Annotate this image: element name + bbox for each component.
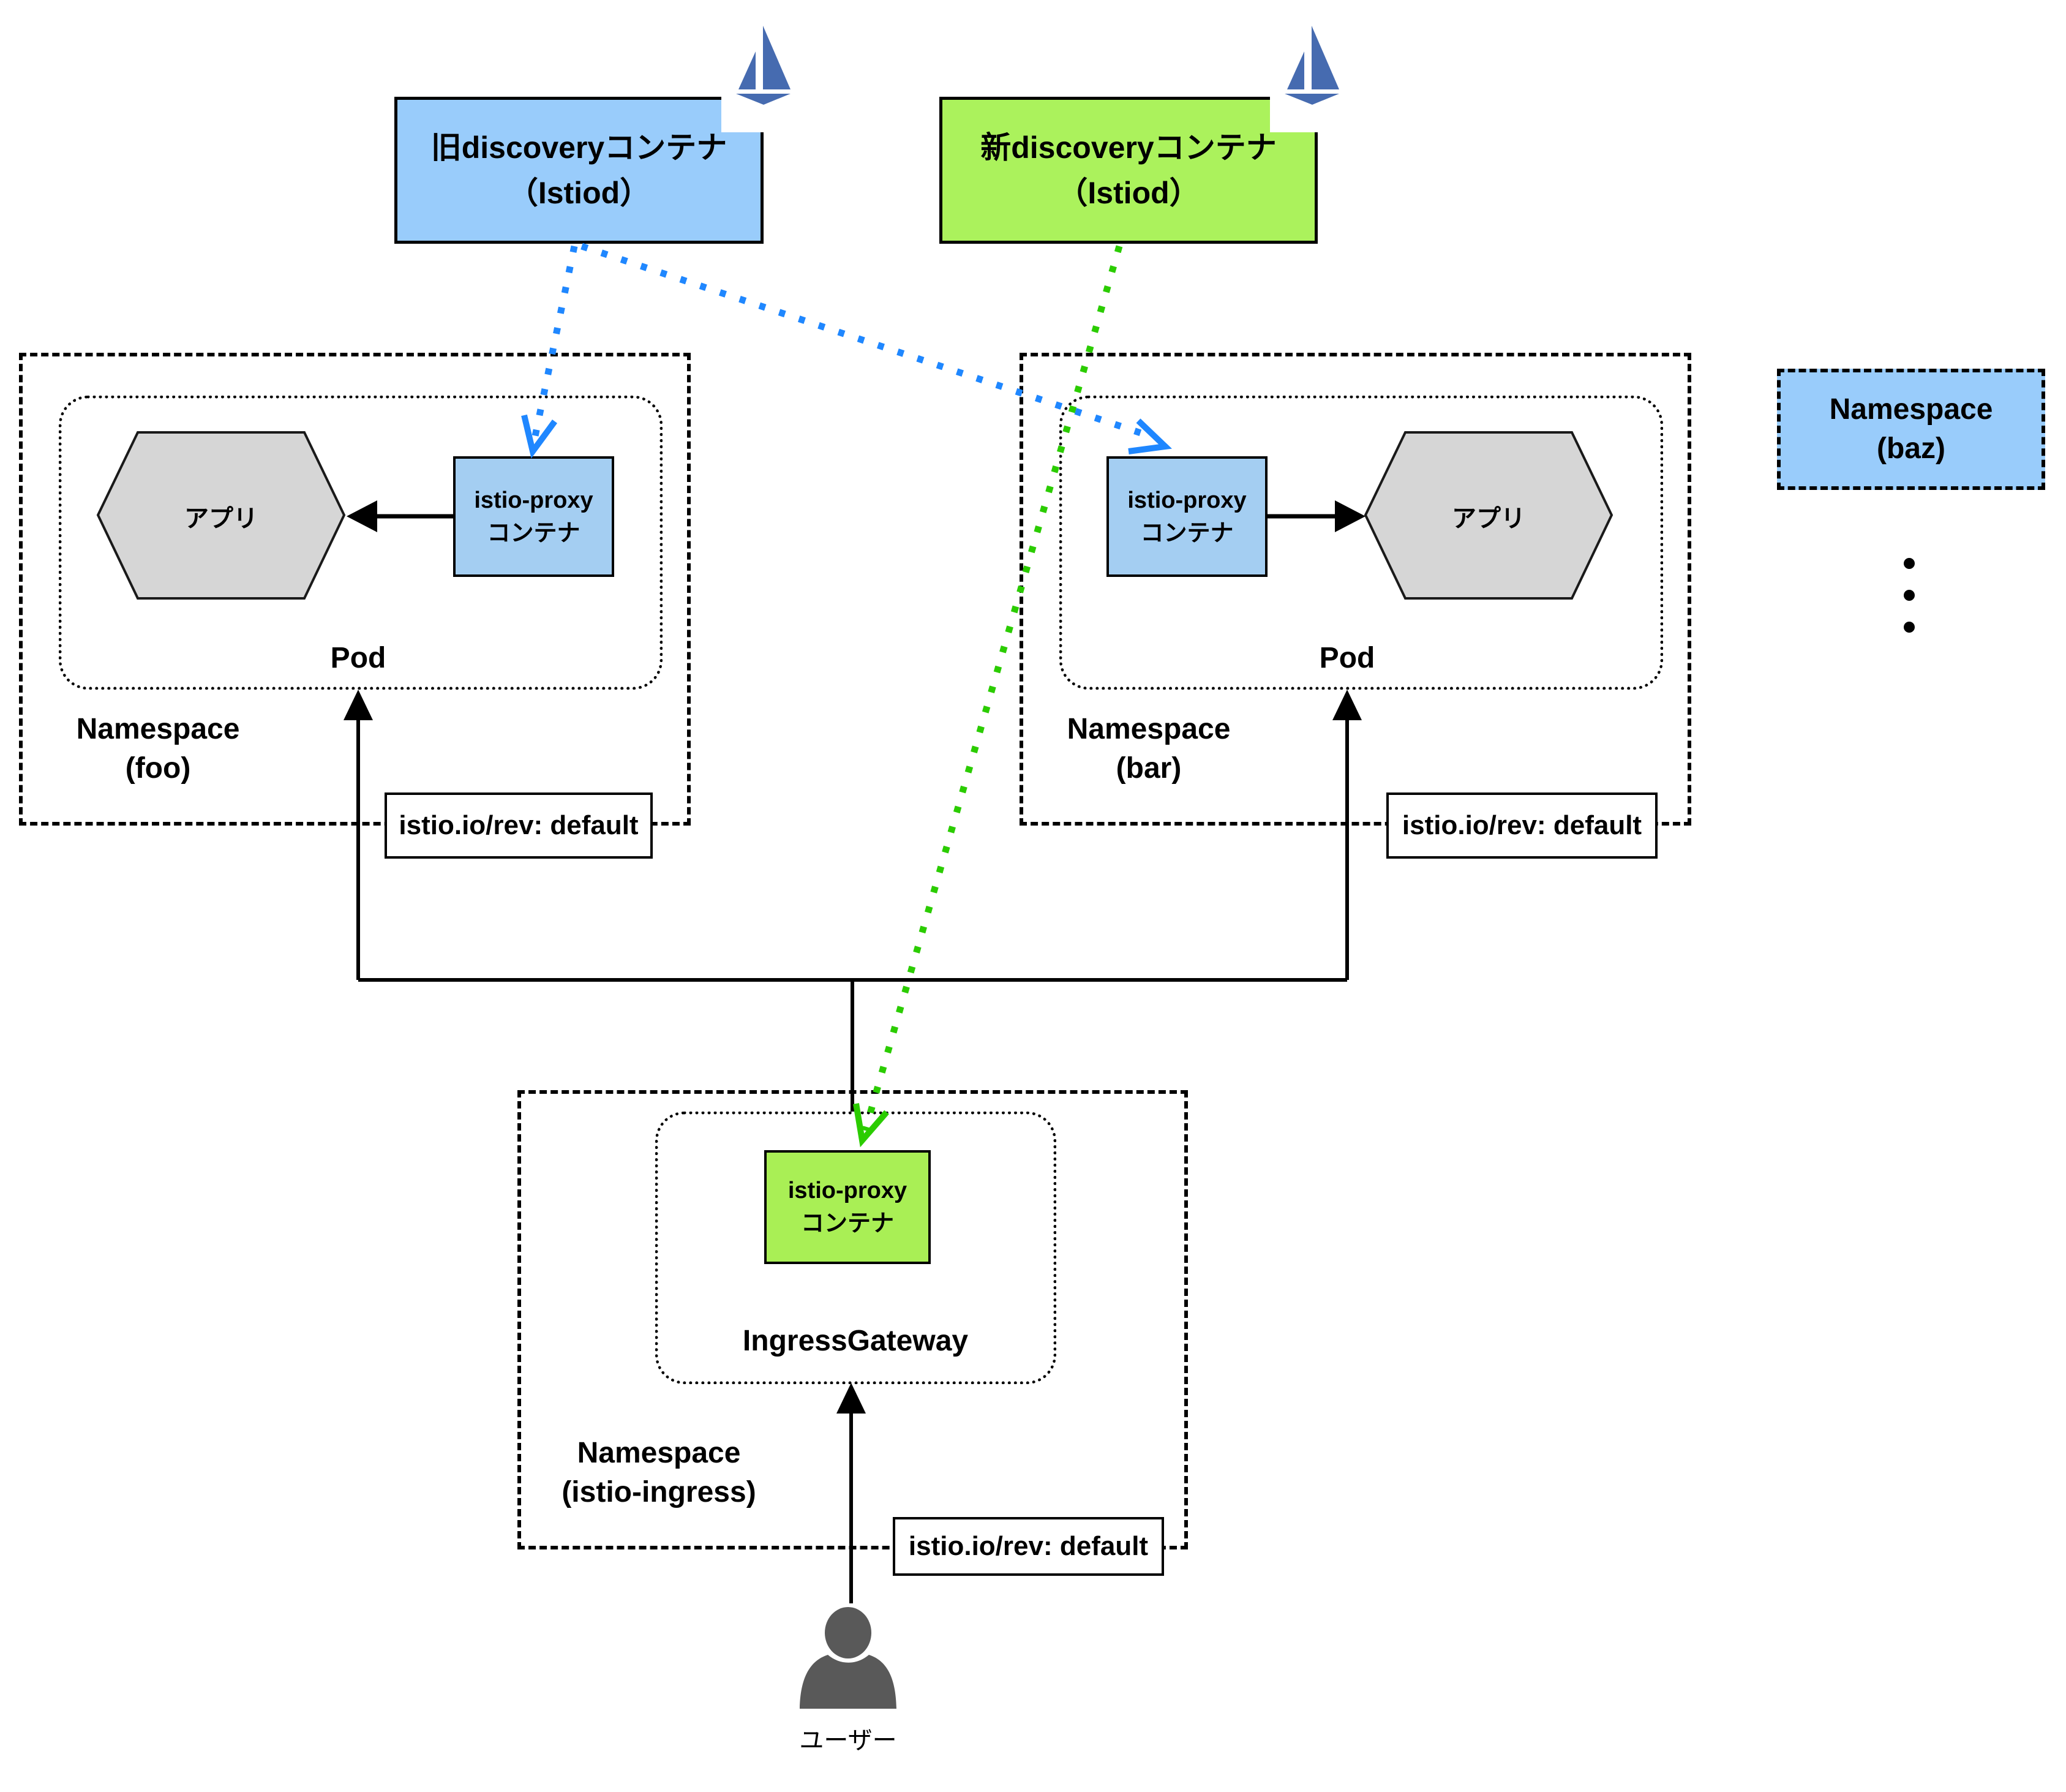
namespace-baz-label-line1: Namespace xyxy=(1829,393,1993,426)
new-discovery-subtitle: （Istiod） xyxy=(1057,176,1200,210)
istio-proxy-ingress-line2: コンテナ xyxy=(800,1211,894,1237)
revision-label-bar: istio.io/rev: default xyxy=(1386,792,1658,859)
istio-proxy-bar-line1: istio-proxy xyxy=(1127,487,1247,513)
istio-proxy-bar-line2: コンテナ xyxy=(1140,520,1234,546)
old-discovery-subtitle: （Istiod） xyxy=(507,176,651,210)
istio-proxy-ingress-box: istio-proxy コンテナ xyxy=(764,1150,931,1264)
old-discovery-title: 旧discoveryコンテナ xyxy=(430,130,727,165)
pod-foo-label: Pod xyxy=(330,642,386,674)
pod-bar-label: Pod xyxy=(1319,642,1375,674)
namespace-bar-label-line2: (bar) xyxy=(1116,752,1182,785)
app-label-foo: アプリ xyxy=(184,505,258,532)
namespace-foo-label-line2: (foo) xyxy=(125,752,191,785)
ingress-gateway-label: IngressGateway xyxy=(742,1325,969,1357)
istio-proxy-bar-box: istio-proxy コンテナ xyxy=(1106,456,1268,577)
namespace-bar-label-line1: Namespace xyxy=(1067,713,1231,745)
app-label-bar: アプリ xyxy=(1452,505,1525,532)
revision-label-ingress: istio.io/rev: default xyxy=(893,1517,1164,1576)
user-label: ユーザー xyxy=(799,1727,897,1754)
namespace-ingress-label-line2: (istio-ingress) xyxy=(562,1476,756,1508)
pod-foo-box xyxy=(59,396,663,690)
revision-label-bar-text: istio.io/rev: default xyxy=(1402,810,1642,840)
namespace-foo-box xyxy=(19,353,691,826)
revision-label-ingress-text: istio.io/rev: default xyxy=(908,1531,1149,1561)
namespace-baz-box: Namespace (baz) xyxy=(1777,369,2045,490)
namespace-ingress-label-line1: Namespace xyxy=(577,1437,741,1469)
namespace-foo-label: Namespace (foo) xyxy=(36,709,280,789)
new-discovery-box: 新discoveryコンテナ （Istiod） xyxy=(939,97,1318,244)
istio-proxy-ingress-line1: istio-proxy xyxy=(787,1178,907,1203)
namespace-ingress-label: Namespace (istio-ingress) xyxy=(506,1433,812,1513)
namespace-foo-label-line1: Namespace xyxy=(76,713,240,745)
revision-label-foo: istio.io/rev: default xyxy=(385,792,653,859)
new-discovery-title: 新discoveryコンテナ xyxy=(980,130,1277,165)
istio-proxy-foo-line2: コンテナ xyxy=(487,520,580,546)
istio-proxy-foo-box: istio-proxy コンテナ xyxy=(453,456,614,577)
namespace-bar-label: Namespace (bar) xyxy=(1026,709,1271,789)
revision-label-foo-text: istio.io/rev: default xyxy=(399,810,639,840)
user-icon xyxy=(800,1607,896,1709)
namespace-baz-label-line2: (baz) xyxy=(1877,432,1945,465)
old-discovery-box: 旧discoveryコンテナ （Istiod） xyxy=(394,97,764,244)
ellipsis-icon xyxy=(1904,558,1915,633)
istio-proxy-foo-line1: istio-proxy xyxy=(474,487,593,513)
